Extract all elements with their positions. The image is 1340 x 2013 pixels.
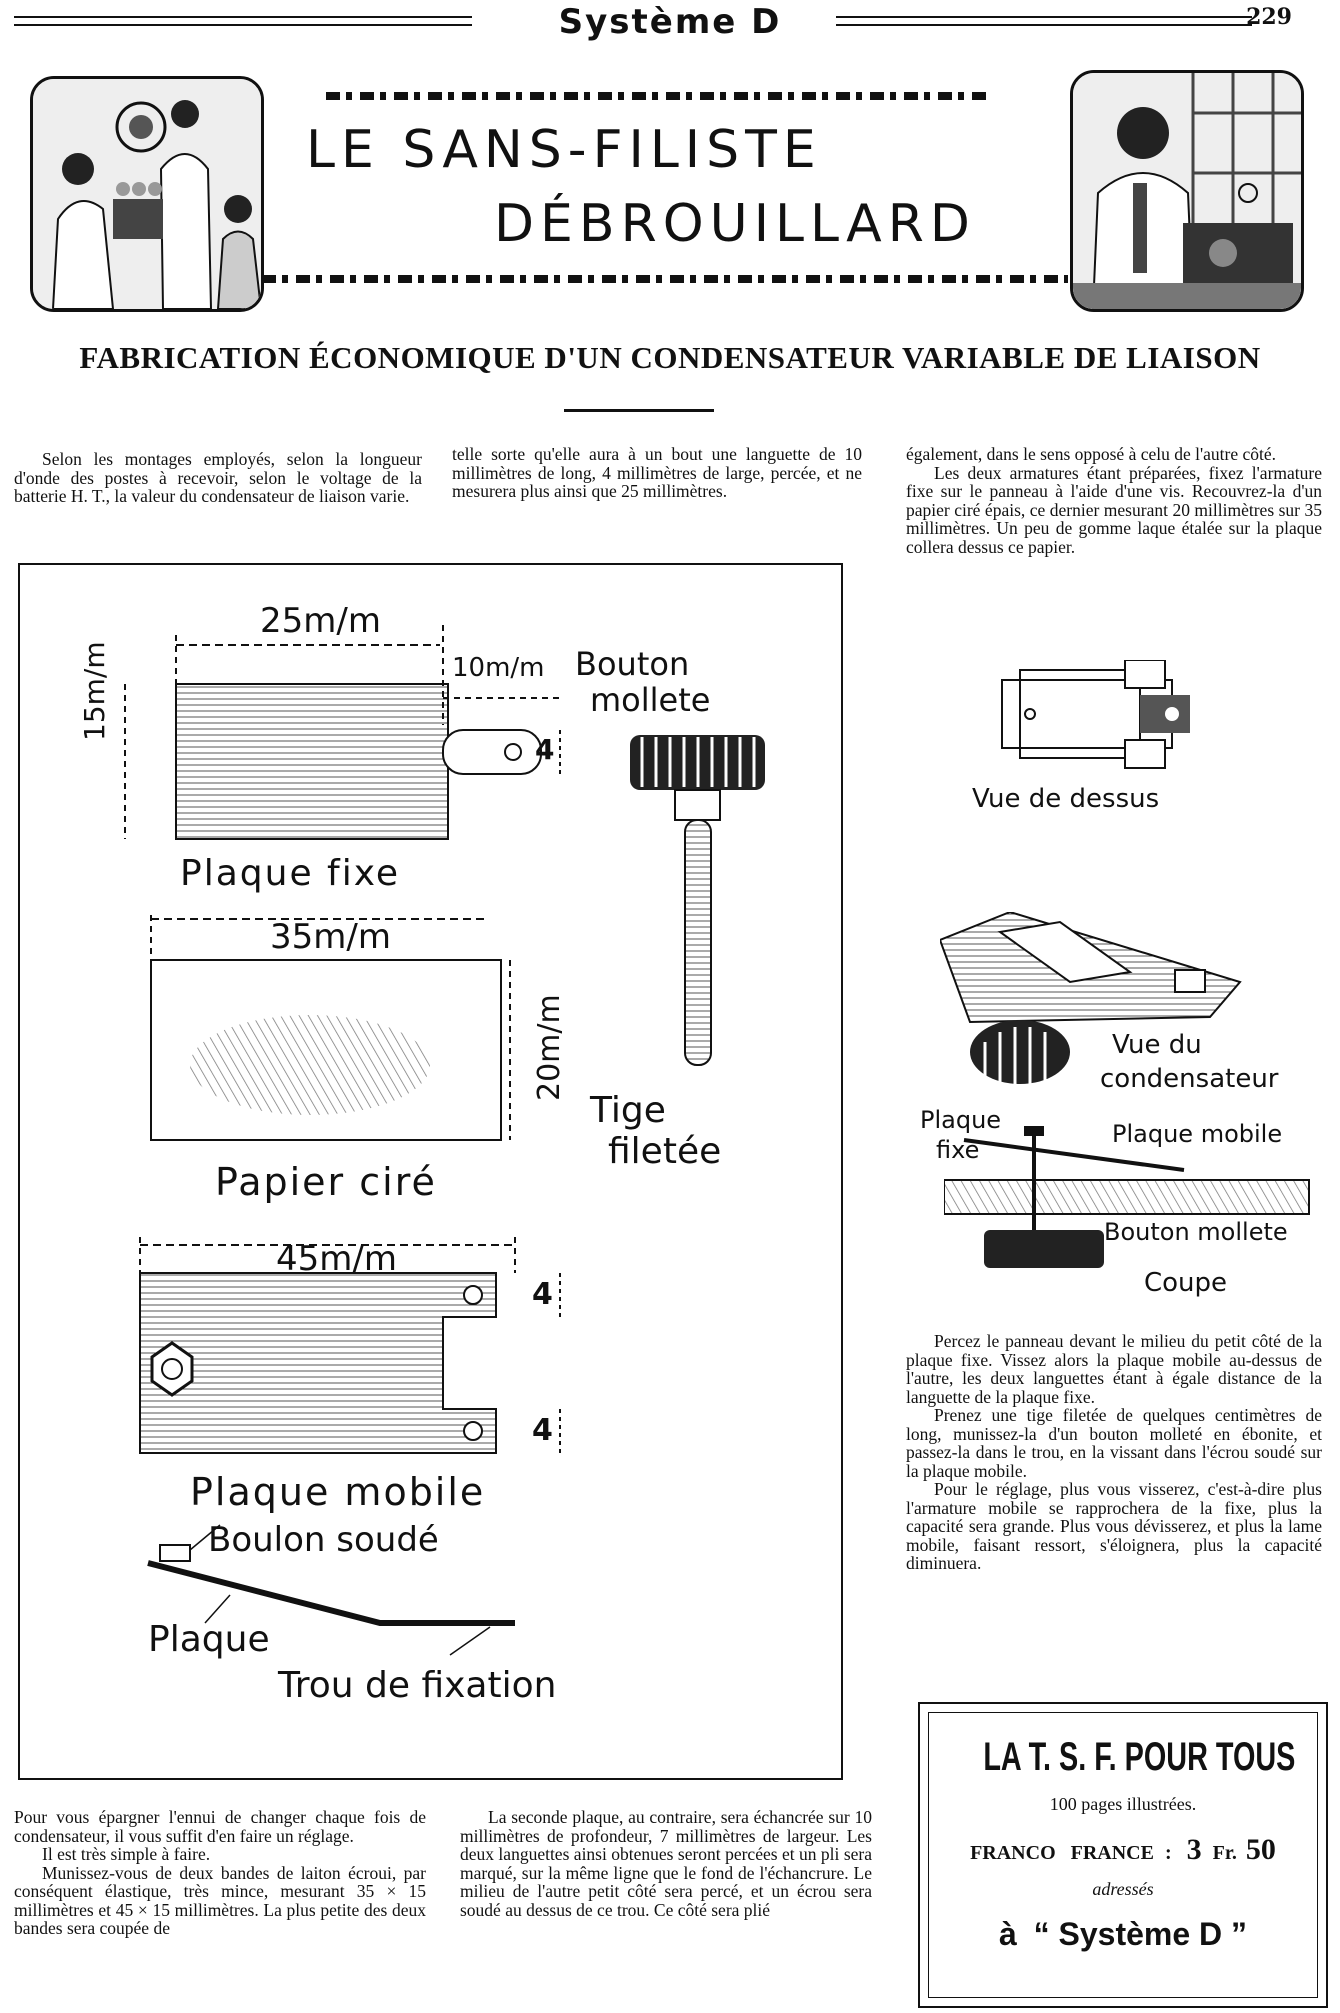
vignette-left-illustration [30, 76, 264, 312]
dim-15-label: 15m/m [78, 641, 111, 741]
figure-box: 25m/m 10m/m 15m/m 4 Plaque fixe 35m/m 20… [18, 563, 843, 1780]
boulon-soude-label: Boulon soudé [208, 1520, 439, 1560]
page-number: 229 [1246, 4, 1292, 30]
ad-colon: : [1164, 1842, 1172, 1864]
right-p4: Prenez une tige filetée de quelques cent… [906, 1405, 1322, 1481]
ad-price-line: FRANCO FRANCE : 3 Fr. 50 [929, 1833, 1317, 1867]
bottom-c1p3: Munissez-vous de deux bandes de laiton é… [14, 1862, 426, 1938]
ad-dest: “ Système D ” [1033, 1916, 1248, 1952]
tige-label-1: Tige [590, 1090, 666, 1131]
bottom-c1p1: Pour vous épargner l'ennui de changer ch… [14, 1807, 426, 1846]
bouton-label-1: Bouton [575, 645, 690, 683]
ad-pages: 100 pages illustrées. [1049, 1794, 1197, 1814]
plaque-side-drawing [147, 1524, 515, 1656]
journal-title: Système D [558, 2, 782, 42]
tige-label-2: filetée [608, 1131, 722, 1172]
ad-price-big: 3 [1186, 1833, 1202, 1866]
article-headline: FABRICATION ÉCONOMIQUE D'UN CONDENSATEUR… [79, 340, 1261, 375]
coupe-plaque-fixe-label-1: Plaque [920, 1106, 1002, 1134]
bottom-c2p1: La seconde plaque, au contraire, sera éc… [460, 1807, 872, 1920]
papier-cire-drawing [150, 915, 511, 1141]
plaque-mobile-drawing [139, 1237, 561, 1454]
intro-col-2: telle sorte qu'elle aura à un bout une l… [452, 445, 862, 501]
bottom-c1p2: Il est très simple à faire. [42, 1844, 211, 1864]
ad-price-cents: 50 [1245, 1833, 1276, 1866]
ad-franco: FRANCO [970, 1842, 1056, 1864]
intro-col-2-text: telle sorte qu'elle aura à un bout une l… [452, 444, 862, 501]
vue-dessus-label: Vue de dessus [972, 784, 1160, 814]
coupe-drawing [943, 1120, 1314, 1274]
banner-dots-top [326, 92, 986, 100]
dim-10-label: 10m/m [452, 653, 545, 683]
banner-title-line1: LE SANS-FILISTE [306, 120, 822, 180]
vue-dessus-drawing [1000, 659, 1210, 784]
vue-condensateur-label-1: Vue du [1112, 1030, 1202, 1060]
dim-20-label: 20m/m [532, 994, 567, 1101]
dim-45-label: 45m/m [276, 1239, 397, 1279]
coupe-plaque-fixe-label-2: fixe [936, 1136, 980, 1164]
dim-4c-label: 4 [532, 1413, 553, 1448]
banner-title-line2: DÉBROUILLARD [494, 194, 976, 254]
coupe-label: Coupe [1144, 1268, 1228, 1298]
dim-35-label: 35m/m [270, 917, 391, 957]
vignette-right-illustration [1070, 70, 1304, 312]
plaque-label: Plaque [148, 1619, 270, 1660]
bouton-tige-drawing [630, 735, 765, 1066]
header-rule-left [14, 16, 472, 26]
dim-4b-label: 4 [532, 1277, 553, 1312]
dim-25-label: 25m/m [260, 601, 381, 641]
bouton-label-2: mollete [590, 681, 711, 719]
ad-price-fr: Fr. [1212, 1842, 1237, 1864]
right-p2: Les deux armatures étant préparées, fixe… [906, 462, 1322, 557]
right-p3: Percez le panneau devant le milieu du pe… [906, 1331, 1322, 1407]
coupe-plaque-mobile-label: Plaque mobile [1112, 1120, 1283, 1148]
ad-to: à [998, 1916, 1017, 1952]
ad-adresses: adressés [1092, 1879, 1154, 1899]
ad-title: LA T. S. F. POUR TOUS [983, 1735, 1296, 1779]
bottom-col-1: Pour vous épargner l'ennui de changer ch… [14, 1808, 426, 1938]
plaque-fixe-label: Plaque fixe [180, 853, 401, 894]
intro-col-1-text: Selon les montages employés, selon la lo… [14, 449, 422, 506]
ad-dest-line: à “ Système D ” [929, 1916, 1317, 1953]
plaque-fixe-drawing [124, 625, 561, 840]
plaque-mobile-label: Plaque mobile [190, 1470, 486, 1514]
banner-dots-bottom [262, 275, 1068, 283]
dim-4a-label: 4 [535, 733, 555, 766]
vue-condensateur-label-2: condensateur [1100, 1064, 1279, 1094]
trou-fixation-label: Trou de fixation [278, 1665, 557, 1706]
right-column-top: également, dans le sens opposé à celu de… [906, 445, 1322, 556]
right-column-bottom: Percez le panneau devant le milieu du pe… [906, 1332, 1322, 1573]
headline-underline [564, 409, 714, 412]
right-p1: également, dans le sens opposé à celu de… [906, 444, 1277, 464]
right-p5: Pour le réglage, plus vous visserez, c'e… [906, 1479, 1322, 1573]
vue-condensateur-drawing [938, 910, 1260, 1096]
advertisement-inner: LA T. S. F. POUR TOUS 100 pages illustré… [928, 1712, 1318, 1998]
advertisement-box: LA T. S. F. POUR TOUS 100 pages illustré… [918, 1702, 1328, 2008]
intro-col-1: Selon les montages employés, selon la lo… [14, 450, 422, 506]
header-rule-right [836, 16, 1252, 26]
bottom-col-2: La seconde plaque, au contraire, sera éc… [460, 1808, 872, 1919]
coupe-bouton-label: Bouton mollete [1104, 1218, 1288, 1246]
ad-france: FRANCE [1070, 1842, 1154, 1864]
papier-cire-label: Papier ciré [215, 1160, 437, 1204]
